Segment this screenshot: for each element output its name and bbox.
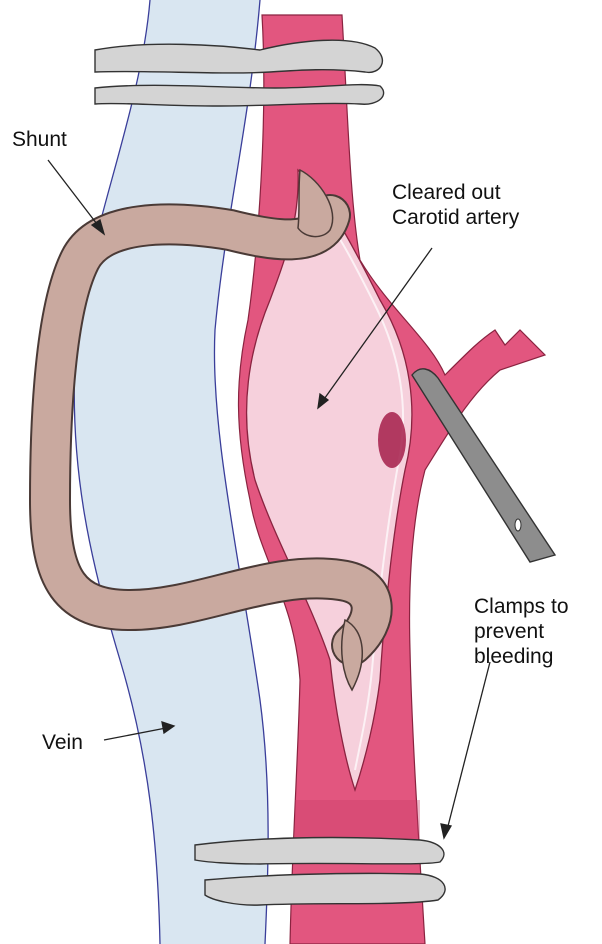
surgical-forceps [412,369,555,562]
bottom-clamp-band-lower [205,873,445,905]
artery-label-line-2: Carotid artery [392,205,519,230]
vein-body [74,0,268,944]
vein-label: Vein [42,730,83,755]
artery-label-line-1: Cleared out [392,180,519,205]
forceps-hole [515,519,521,531]
top-clamp-band-lower [95,85,384,106]
clamps-arrow-head [441,824,451,838]
clamps-label: Clamps to prevent bleeding [474,594,569,669]
clamps-label-line-2: prevent [474,619,569,644]
clamps-arrow-line [447,662,490,830]
shunt-label-text: Shunt [12,127,67,152]
shunt-arrow-line [48,160,100,228]
shunt-label: Shunt [12,127,67,152]
bottom-clamp-band-upper [195,838,444,864]
vein [74,0,268,944]
clamps-label-line-1: Clamps to [474,594,569,619]
forceps-body [412,369,555,562]
clamps-label-line-3: bleeding [474,644,569,669]
vein-label-text: Vein [42,730,83,755]
plaque-spot [378,412,406,468]
artery-label: Cleared out Carotid artery [392,180,519,230]
